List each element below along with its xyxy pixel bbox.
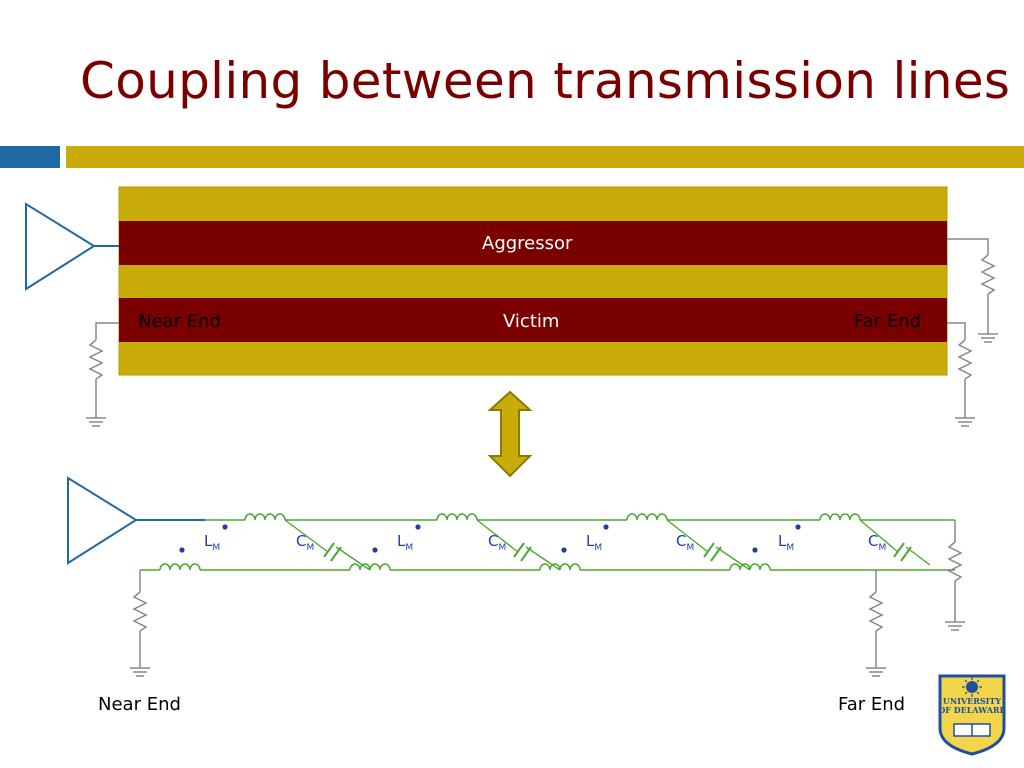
far-end-label-bottom: Far End xyxy=(838,694,906,715)
lumped-circuit: LM CM LM CM LM CM LM CM xyxy=(67,476,965,677)
aggressor-label: Aggressor xyxy=(482,233,573,254)
inductor-label: LM xyxy=(397,532,413,553)
near-end-label-top: Near End xyxy=(138,311,221,332)
far-end-termination-bottom xyxy=(866,570,886,677)
title-accent-bar-blue xyxy=(0,146,60,168)
university-logo: UNIVERSITY OF DELAWARE xyxy=(936,672,1008,756)
inductor-label: LM xyxy=(778,532,794,553)
capacitor-label: CM xyxy=(676,532,694,553)
capacitor-label: CM xyxy=(296,532,314,553)
near-end-termination-top xyxy=(86,322,119,427)
substrate xyxy=(118,186,948,376)
victim-label: Victim xyxy=(503,311,560,332)
far-end-label-top: Far End xyxy=(854,311,922,332)
far-end-termination-top xyxy=(947,322,975,427)
driver-triangle-bottom xyxy=(67,476,138,565)
driver-triangle-top xyxy=(25,202,96,291)
aggressor-trace xyxy=(119,221,947,265)
component-labels: LM CM LM CM LM CM LM CM xyxy=(204,532,886,553)
near-end-label-bottom: Near End xyxy=(98,694,181,715)
inductor-label: LM xyxy=(204,532,220,553)
inductors xyxy=(159,513,861,571)
near-end-termination-bottom xyxy=(130,570,150,677)
title-accent-bar-gold xyxy=(66,146,1024,168)
aggressor-termination-bottom xyxy=(945,520,965,631)
victim-trace xyxy=(119,298,947,342)
logo-wordmark: UNIVERSITY OF DELAWARE xyxy=(938,696,1006,715)
page-title: Coupling between transmission lines xyxy=(80,52,1011,110)
capacitor-label: CM xyxy=(488,532,506,553)
capacitor-plates xyxy=(323,542,912,562)
polarity-dots xyxy=(179,524,801,553)
stripline-section xyxy=(25,186,998,427)
aggressor-termination xyxy=(947,238,998,343)
inductor-label: LM xyxy=(586,532,602,553)
capacitor-label: CM xyxy=(868,532,886,553)
logo-shield xyxy=(938,674,1006,756)
circuit-wires xyxy=(140,519,955,571)
equivalence-arrow xyxy=(487,390,533,478)
